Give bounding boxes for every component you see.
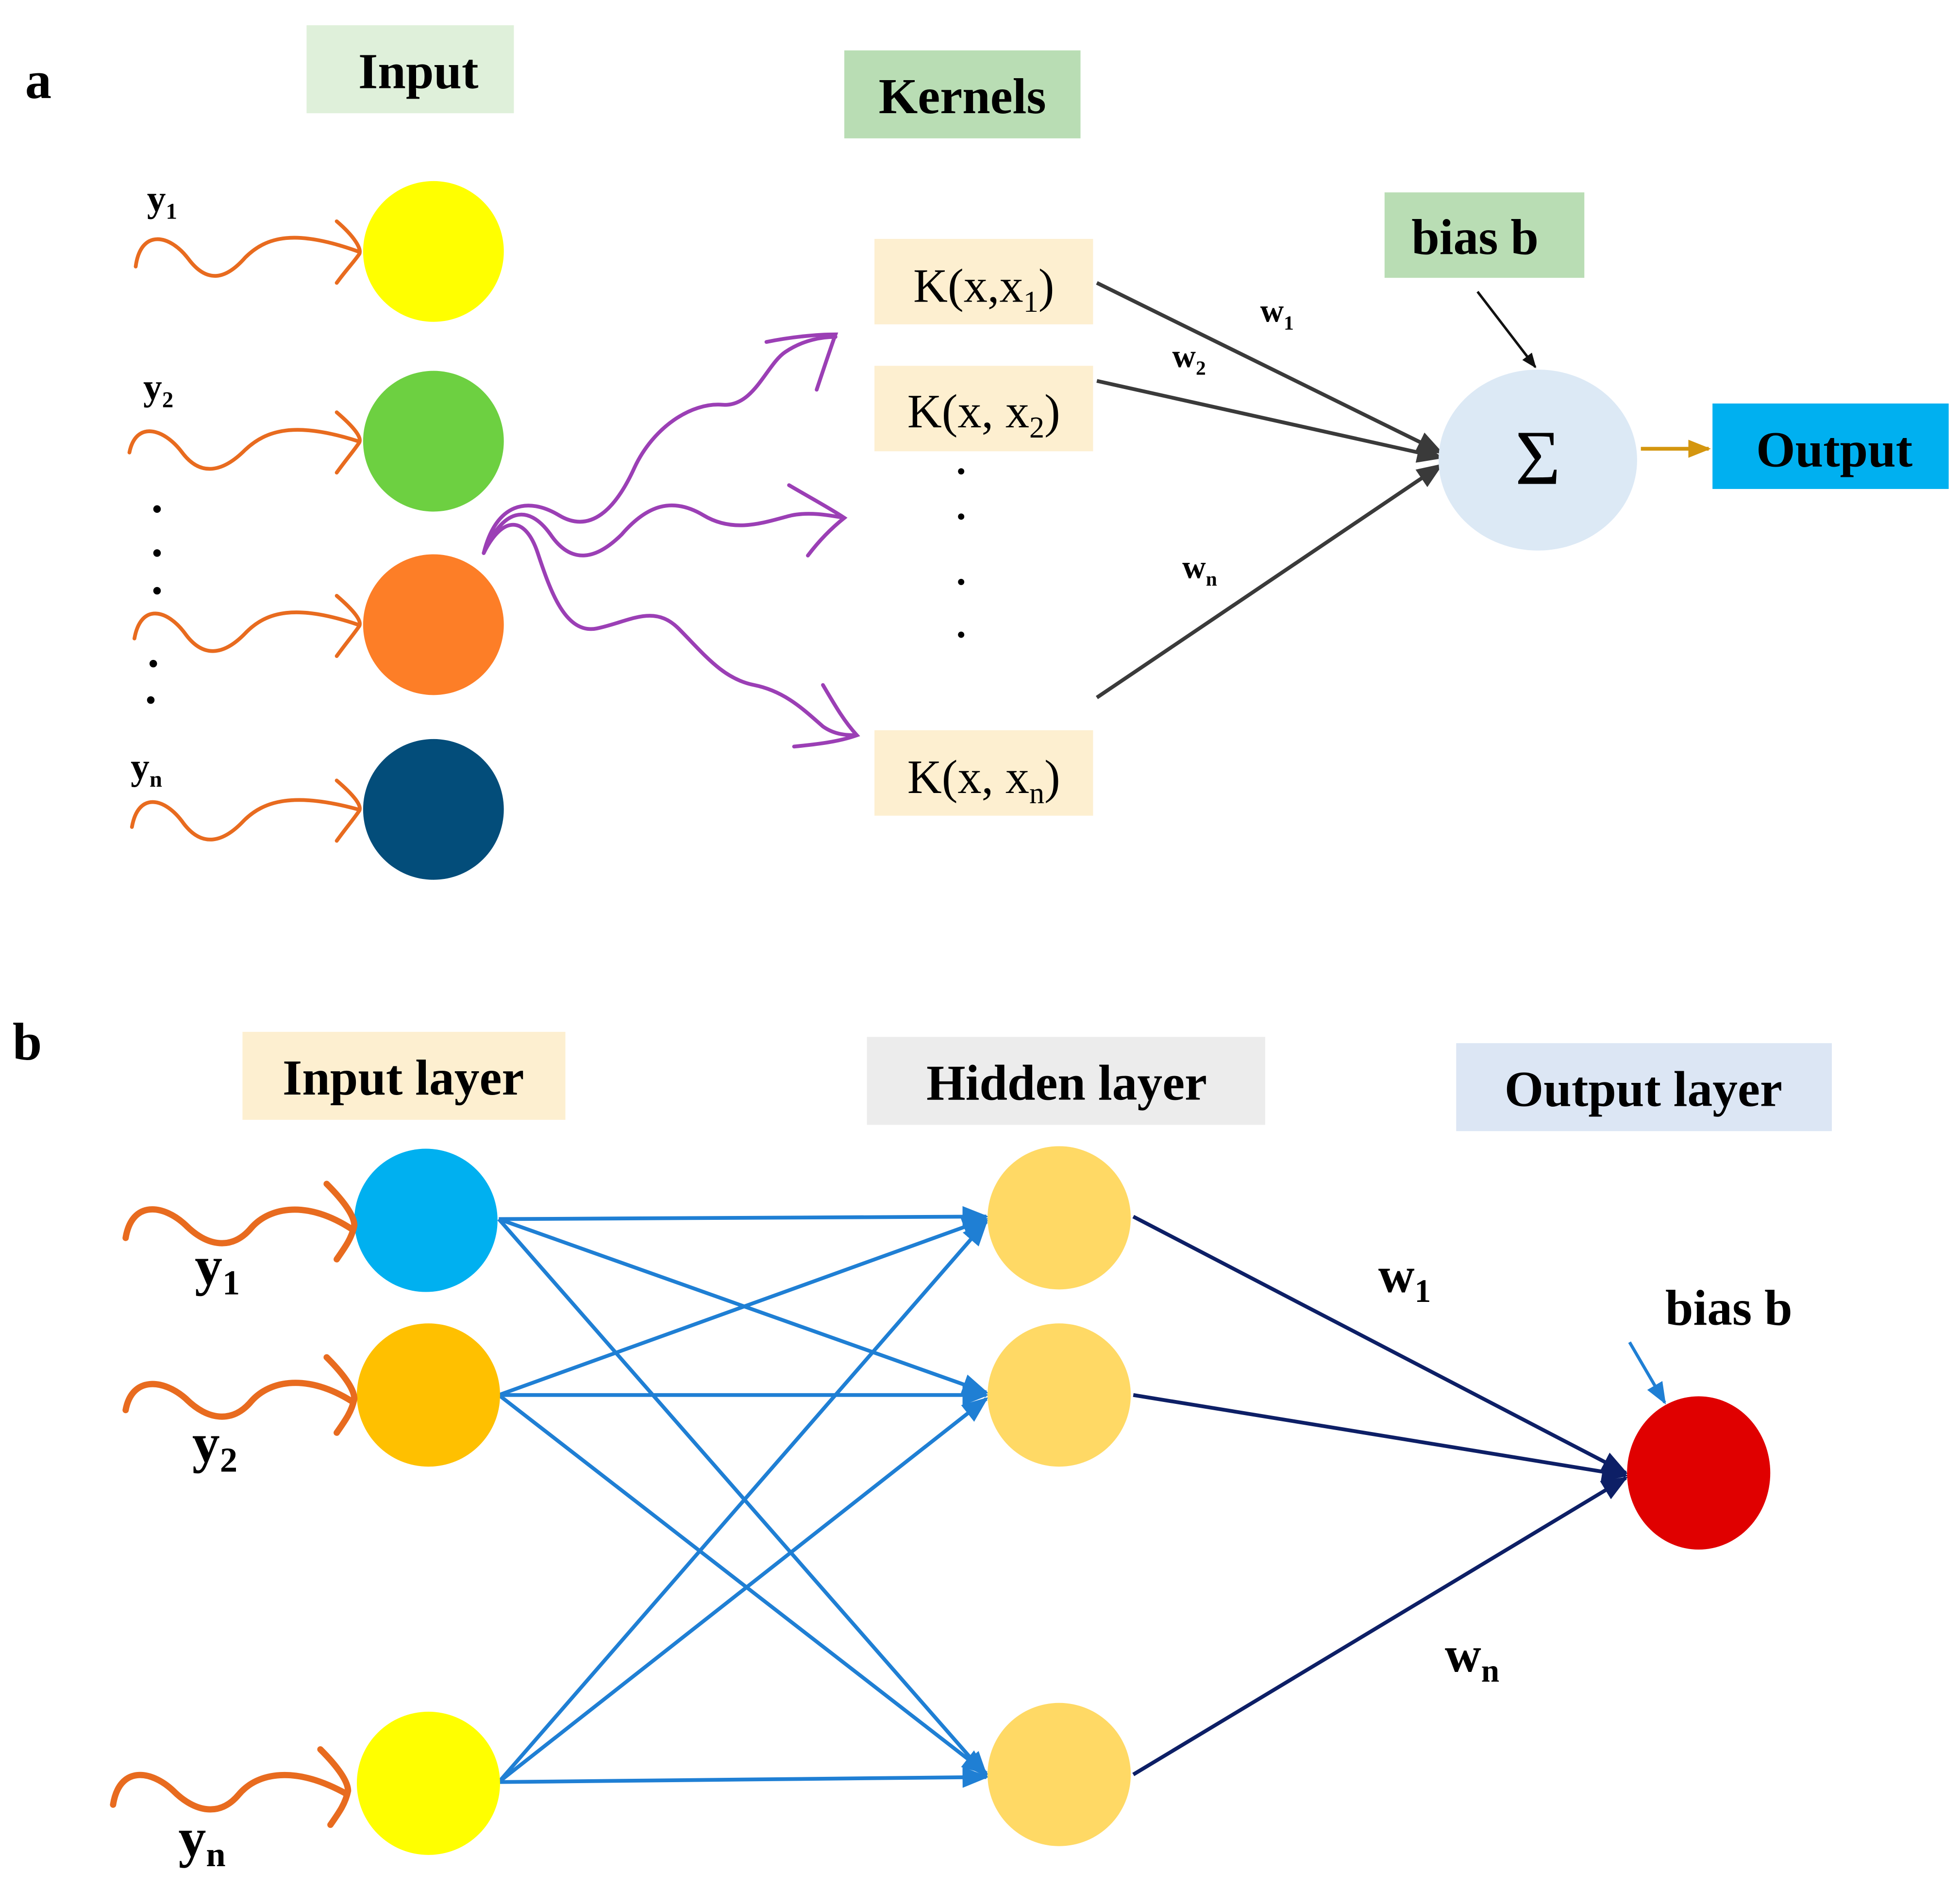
b-input-node-2 [356,1323,500,1467]
hidden-node-1 [988,1146,1131,1290]
weight-wn-a: wn [1182,549,1217,590]
b-input-node-n [356,1711,500,1855]
weight-wn-b: wn [1445,1627,1499,1689]
edge-kn-sum [1095,463,1443,699]
hidden-layer-title: Hidden layer [926,1056,1207,1111]
b-input-label-yn: yn [178,1807,225,1874]
kernel-wavy-arrows [482,332,860,749]
input-hidden-edges [497,1206,989,1788]
hidden-node-2 [988,1323,1131,1467]
purple-arrow-2 [482,503,846,557]
weight-w2-a: w2 [1172,338,1206,379]
output-box [1712,403,1949,489]
input-node-4 [363,739,504,880]
hidden-output-edges [1132,1214,1629,1776]
kernel-1: K(x,x1) [913,259,1054,319]
kernel-n: K(x, xn) [907,751,1060,810]
input-node-2 [363,371,504,512]
kernels-title-box [844,50,1081,138]
input-layer-title: Input layer [283,1050,524,1106]
input-node-1 [363,181,504,322]
output-layer-box [1456,1043,1832,1131]
edge-k2-sum [1096,379,1444,463]
b-input-label-y1: y1 [195,1235,240,1302]
input-title: Input [358,44,479,99]
b-input-label-y2: y2 [192,1413,237,1480]
input-ellipsis [147,505,161,704]
sum-symbol: Σ [1515,415,1560,501]
kernel-box-n [874,730,1093,816]
bias-label-b: bias b [1665,1281,1792,1336]
output-label: Output [1756,422,1913,477]
hidden-layer-box [867,1037,1265,1125]
kernel-edges [1095,281,1444,699]
wavy-arrow-4 [130,798,360,842]
edge-k1-sum [1096,281,1444,455]
input-label-yn: yn [131,746,162,793]
input-label-y1: y1 [147,178,177,224]
kernel-box-2 [874,366,1093,452]
b-input-node-1 [354,1148,498,1292]
panel-b: b Input layer Hidden layer Output layer [13,1012,1832,1874]
hidden-node-n [988,1703,1131,1846]
input-title-box [306,25,514,114]
purple-arrow-3 [482,523,859,738]
kernels-title: Kernels [879,69,1046,124]
bias-label-a: bias b [1411,210,1539,265]
panel-a: a Input Kernels y1 y2 yn [25,25,1949,880]
b-input-wavy-arrows [110,1181,358,1828]
bias-box-a [1384,192,1585,278]
weight-w1-a: w1 [1260,293,1294,334]
purple-arrow-1 [482,335,838,555]
sum-node [1439,370,1637,551]
bias-arrow-a [1476,291,1537,369]
input-node-3 [363,554,504,695]
output-node-b [1627,1396,1771,1550]
input-wavy-arrows [127,219,362,843]
output-layer-title: Output layer [1505,1062,1782,1117]
kernel-box-1 [874,238,1093,324]
panel-a-label: a [25,51,51,110]
input-layer-box [242,1031,566,1120]
bias-arrow-b [1628,1341,1666,1405]
panel-b-label: b [13,1012,42,1071]
weight-w1-b: w1 [1378,1248,1431,1310]
wavy-arrow-2 [127,428,360,471]
input-label-y2: y2 [143,366,173,413]
kernel-ellipsis [958,468,965,638]
wavy-arrow-1 [134,236,360,278]
wavy-arrow-3 [133,610,360,653]
kernel-2: K(x, x2) [907,385,1060,444]
